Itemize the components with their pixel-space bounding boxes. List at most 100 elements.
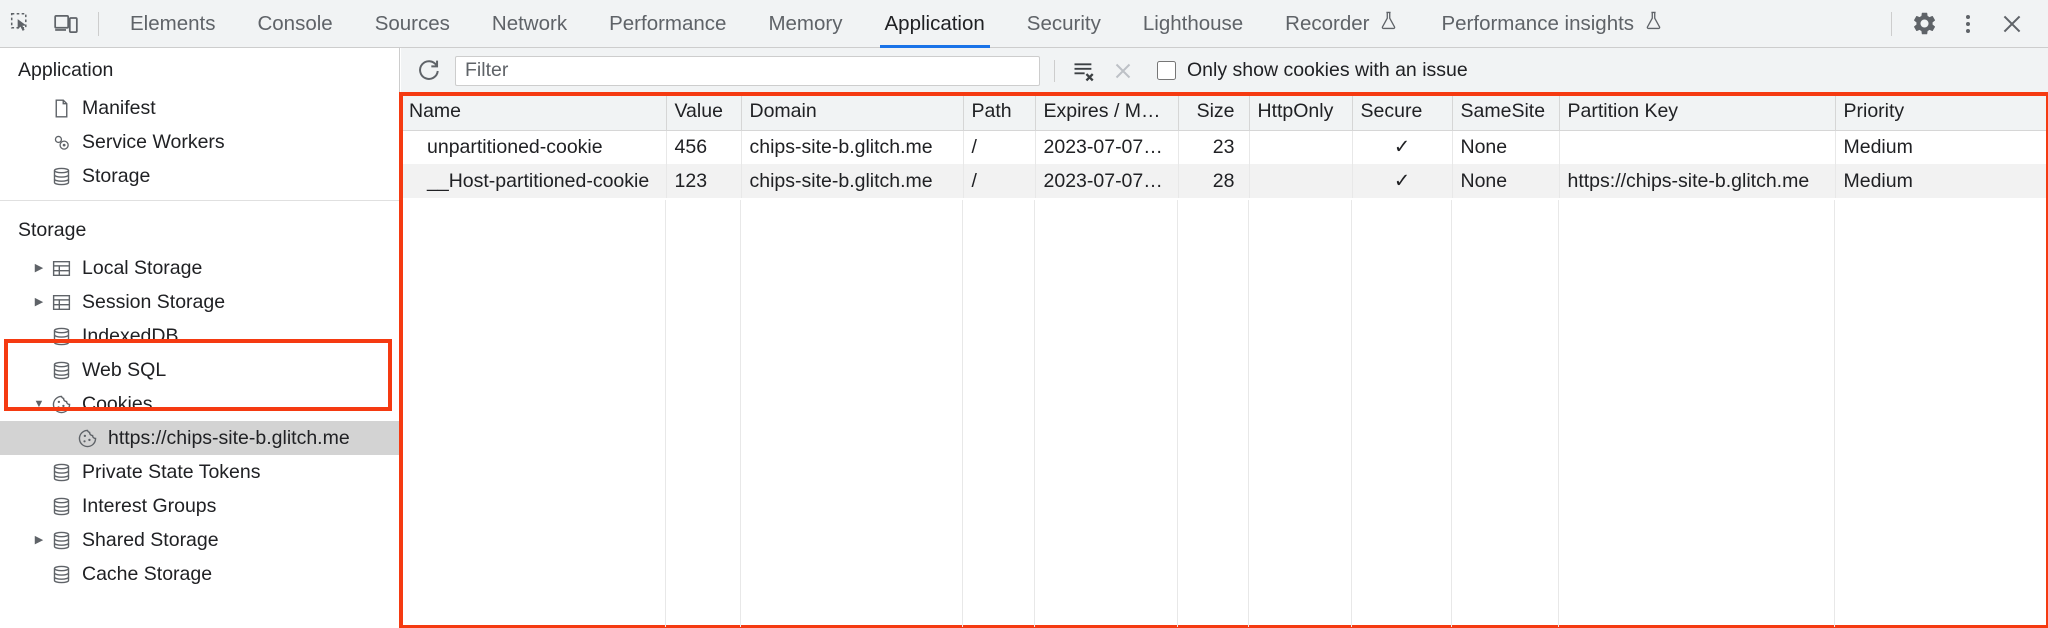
chevron-right-icon[interactable]: ▶: [34, 261, 44, 274]
chevron-right-icon[interactable]: ▶: [34, 533, 44, 546]
tab-label: Performance: [609, 11, 727, 35]
column-divider: [1352, 200, 1452, 627]
tab-performance[interactable]: Performance: [588, 0, 747, 48]
filter-input[interactable]: [455, 55, 1040, 86]
sidebar-item-storage[interactable]: ▶Storage: [0, 159, 399, 193]
only-show-issues-checkbox[interactable]: [1157, 61, 1176, 80]
column-header-secure[interactable]: Secure: [1352, 94, 1453, 131]
sidebar-item-https-chips-site-b-glitch-me[interactable]: ▶https://chips-site-b.glitch.me: [0, 421, 399, 455]
sidebar-item-label: IndexedDB: [82, 324, 179, 347]
cell-httponly: [1249, 164, 1353, 198]
tab-label: Memory: [768, 11, 843, 35]
sidebar-item-private-state-tokens[interactable]: ▶Private State Tokens: [0, 455, 399, 489]
only-show-issues-checkbox-row[interactable]: Only show cookies with an issue: [1157, 59, 1468, 82]
column-header-path[interactable]: Path: [963, 94, 1036, 131]
tab-application[interactable]: Application: [864, 0, 1006, 48]
chevron-down-icon[interactable]: ▼: [33, 397, 45, 410]
sidebar-item-indexeddb[interactable]: ▶IndexedDB: [0, 319, 399, 353]
tab-performance-insights[interactable]: Performance insights: [1420, 0, 1685, 48]
tab-lighthouse[interactable]: Lighthouse: [1122, 0, 1264, 48]
tab-sources[interactable]: Sources: [354, 0, 471, 48]
sidebar-item-label: Service Workers: [82, 130, 225, 153]
sidebar-item-cookies[interactable]: ▼Cookies: [0, 387, 399, 421]
cell-path: /: [963, 164, 1036, 198]
sidebar-item-service-workers[interactable]: ▶Service Workers: [0, 125, 399, 159]
sidebar-item-label: Private State Tokens: [82, 460, 261, 483]
tab-label: Lighthouse: [1142, 11, 1244, 35]
cell-samesite: None: [1452, 130, 1560, 164]
sidebar-item-label: https://chips-site-b.glitch.me: [108, 426, 350, 449]
database-icon: [48, 563, 74, 585]
tab-label: Recorder: [1285, 11, 1370, 35]
cell-name: __Host-partitioned-cookie: [401, 164, 667, 198]
tab-label: Console: [257, 11, 333, 35]
sidebar-item-session-storage[interactable]: ▶ Session Storage: [0, 285, 399, 319]
column-divider: [1178, 200, 1249, 627]
panel-tabs: Elements Console Sources Network Performance…: [109, 0, 1685, 48]
column-header-partition[interactable]: Partition Key: [1559, 94, 1836, 131]
column-divider: [666, 200, 741, 627]
toolbar-divider-right: [1891, 11, 1892, 36]
column-header-samesite[interactable]: SameSite: [1452, 94, 1560, 131]
tab-label: Elements: [130, 11, 216, 35]
experimental-flask-icon: [1643, 10, 1664, 37]
gear-icon[interactable]: [1902, 4, 1946, 44]
sidebar-item-label: Cache Storage: [82, 562, 213, 585]
column-header-httponly[interactable]: HttpOnly: [1249, 94, 1353, 131]
column-header-name[interactable]: Name: [401, 94, 667, 131]
sidebar-item-local-storage[interactable]: ▶Local Storage: [0, 251, 399, 285]
application-sidebar: Application▶Manifest▶Service Workers▶Sto…: [0, 48, 400, 628]
tab-console[interactable]: Console: [236, 0, 353, 48]
gears-icon: [48, 131, 74, 153]
column-header-value[interactable]: Value: [666, 94, 742, 131]
inspect-cursor-icon[interactable]: [0, 4, 44, 44]
sidebar-item-label: Storage: [82, 164, 151, 187]
sidebar-item-interest-groups[interactable]: ▶Interest Groups: [0, 489, 399, 523]
sidebar-section-title: Storage: [18, 219, 87, 241]
database-icon: [48, 529, 74, 551]
tab-network[interactable]: Network: [471, 0, 588, 48]
tab-elements[interactable]: Elements: [109, 0, 236, 48]
cookie-icon: [48, 393, 74, 415]
tab-recorder[interactable]: Recorder: [1264, 0, 1420, 48]
chevron-right-icon[interactable]: ▶: [34, 295, 44, 308]
clear-filtered-icon[interactable]: [1063, 53, 1103, 89]
close-icon[interactable]: [1990, 4, 2034, 44]
tab-label: Network: [491, 11, 568, 35]
column-divider: [1559, 200, 1835, 627]
database-icon: [48, 325, 74, 347]
tab-label: Sources: [374, 11, 450, 35]
cell-path: /: [963, 130, 1036, 164]
cell-value: 123: [666, 164, 742, 198]
cell-size: 28: [1178, 164, 1250, 198]
cell-domain: chips-site-b.glitch.me: [741, 130, 964, 164]
toolbar-divider: [98, 11, 99, 36]
tab-security[interactable]: Security: [1006, 0, 1122, 48]
sidebar-item-cache-storage[interactable]: ▶Cache Storage: [0, 557, 399, 591]
refresh-icon[interactable]: [409, 53, 449, 89]
column-divider: [1035, 200, 1178, 627]
sidebar-item-manifest[interactable]: ▶Manifest: [0, 91, 399, 125]
column-header-expires[interactable]: Expires / M…: [1035, 94, 1179, 131]
column-header-size[interactable]: Size: [1178, 94, 1250, 131]
devtools-tab-bar: Elements Console Sources Network Performance…: [0, 0, 2048, 48]
tab-memory[interactable]: Memory: [747, 0, 863, 48]
three-dot-menu-icon[interactable]: [1946, 4, 1990, 44]
table-icon: [48, 257, 74, 279]
cell-secure: ✓: [1352, 130, 1453, 164]
clear-all-icon[interactable]: [1103, 53, 1143, 89]
sidebar-item-web-sql[interactable]: ▶Web SQL: [0, 353, 399, 387]
sidebar-item-label: Session Storage: [82, 290, 226, 313]
column-divider: [741, 200, 963, 627]
sidebar-item-shared-storage[interactable]: ▶Shared Storage: [0, 523, 399, 557]
only-show-issues-label: Only show cookies with an issue: [1187, 59, 1468, 81]
column-header-domain[interactable]: Domain: [741, 94, 964, 131]
column-header-priority[interactable]: Priority: [1835, 94, 2048, 131]
cookie-icon: [74, 427, 100, 449]
sidebar-item-label: Interest Groups: [82, 494, 217, 517]
device-toolbar-icon[interactable]: [44, 4, 88, 44]
